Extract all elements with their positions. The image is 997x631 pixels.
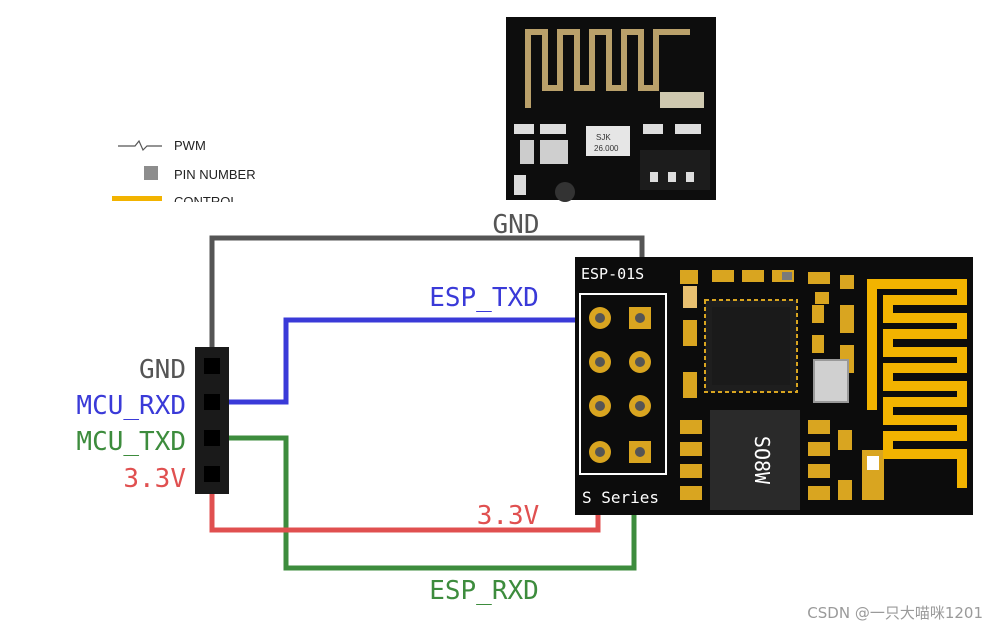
esp01s-module: ESP-01S S Series (575, 257, 973, 515)
esp-rxd-wire (212, 435, 637, 571)
legend-control: CONTROL (174, 194, 238, 209)
pcb-antenna (867, 279, 967, 488)
header-connector (195, 347, 229, 494)
watermark: CSDN @一只大喵咪1201 (807, 604, 983, 622)
wire-gnd-label: GND (493, 210, 540, 240)
module-series-label: S Series (582, 488, 659, 507)
crystal-bottom-label: 26.000 (594, 144, 619, 153)
header-3v3-label: 3.3V (123, 464, 186, 494)
pin-number-swatch (144, 166, 158, 180)
legend: PWM PIN NUMBER CONTROL (112, 138, 256, 209)
control-swatch (112, 196, 162, 201)
wire-esp-txd-label: ESP_TXD (429, 283, 539, 313)
power-wire (209, 458, 601, 533)
esp-board-photo: SJK 26.000 (506, 17, 716, 202)
wire-3v3-label: 3.3V (477, 501, 540, 531)
header-mcu-rxd-label: MCU_RXD (76, 391, 186, 421)
pwm-icon (118, 139, 162, 152)
legend-pwm: PWM (174, 138, 206, 153)
header-mcu-txd-label: MCU_TXD (76, 427, 186, 457)
module-name-label: ESP-01S (581, 265, 644, 283)
wire-esp-rxd-label: ESP_RXD (429, 576, 539, 606)
module-pins (589, 307, 651, 463)
header-gnd-label: GND (139, 355, 186, 385)
legend-pin-number: PIN NUMBER (174, 167, 256, 182)
esp-txd-wire (212, 317, 600, 405)
flash-chip-label: SO8W (750, 436, 774, 485)
crystal-top-label: SJK (596, 133, 611, 142)
